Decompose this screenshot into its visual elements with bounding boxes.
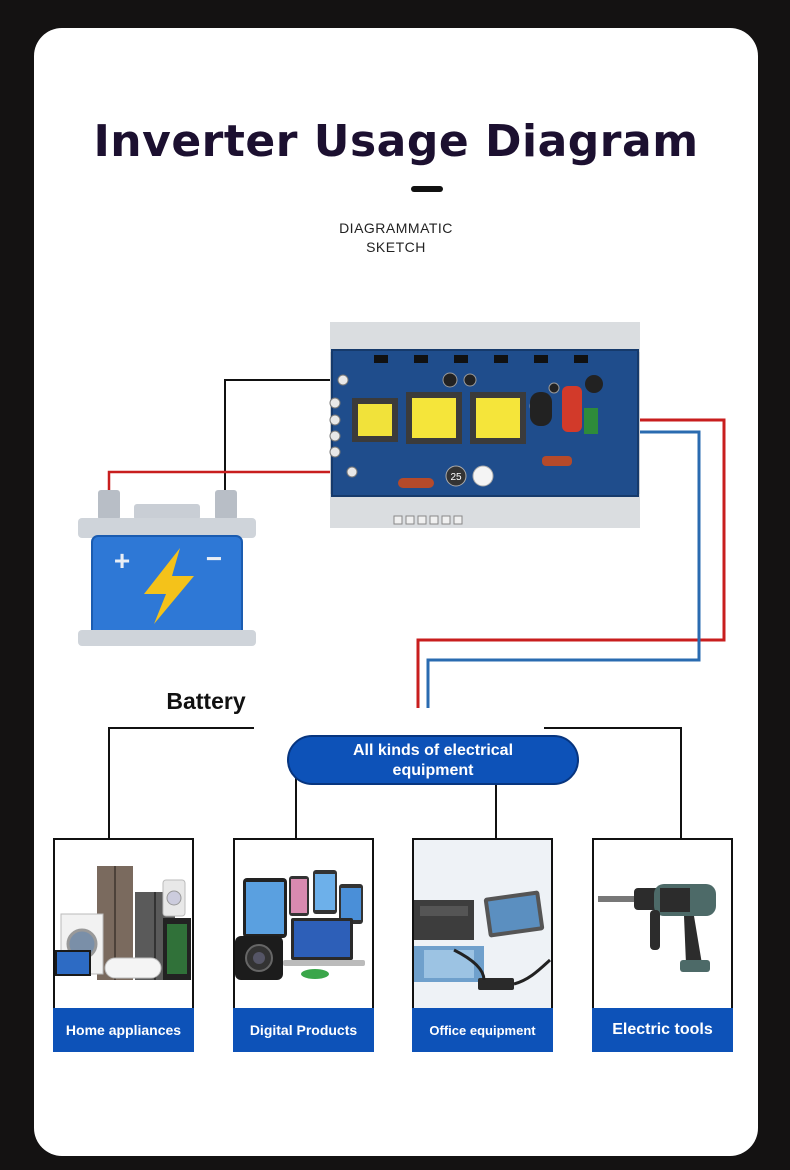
home-appliances-icon xyxy=(55,866,191,980)
subtitle-line-1: DIAGRAMMATIC xyxy=(339,220,453,236)
wire-output-blue xyxy=(426,430,701,708)
wire-to-electric-tools xyxy=(544,727,682,840)
category-digital-products: Digital Products xyxy=(233,838,374,1052)
wire-battery-negative xyxy=(224,379,334,498)
wiring-diagram: 25 xyxy=(78,322,726,840)
battery-icon: + − xyxy=(78,490,256,646)
page-title: Inverter Usage Diagram xyxy=(93,116,699,167)
office-equipment-icon xyxy=(414,840,551,1010)
battery-minus-sign: − xyxy=(206,543,222,574)
lightning-bolt-icon xyxy=(144,548,194,624)
inverter-board-icon: 25 xyxy=(329,322,640,528)
battery-plus-sign: + xyxy=(114,545,130,576)
wire-battery-positive xyxy=(107,470,346,498)
subtitle-line-2: SKETCH xyxy=(366,239,426,255)
hub-label-line-1: All kinds of electrical xyxy=(352,742,514,759)
title-underline xyxy=(411,186,443,192)
battery-label: Battery xyxy=(166,688,246,714)
category-electric-tools: Electric tools xyxy=(592,838,733,1052)
category-home-appliances: Home appliances xyxy=(53,838,194,1052)
category-label: Office equipment xyxy=(412,1008,553,1052)
wire-output-red xyxy=(416,418,726,708)
wires xyxy=(107,379,726,840)
digital-products-icon xyxy=(235,870,365,980)
category-label: Digital Products xyxy=(233,1008,374,1052)
category-label: Home appliances xyxy=(53,1008,194,1052)
board-marking: 25 xyxy=(450,472,462,483)
hub-equipment-label: All kinds of electrical equipment xyxy=(287,735,579,785)
category-label: Electric tools xyxy=(592,1008,733,1052)
hub-label-line-2: equipment xyxy=(392,762,474,779)
category-office-equipment: Office equipment xyxy=(412,838,553,1052)
wire-to-home-appliances xyxy=(108,727,254,840)
electric-drill-icon xyxy=(598,884,716,972)
subtitle: DIAGRAMMATIC SKETCH xyxy=(34,219,758,257)
